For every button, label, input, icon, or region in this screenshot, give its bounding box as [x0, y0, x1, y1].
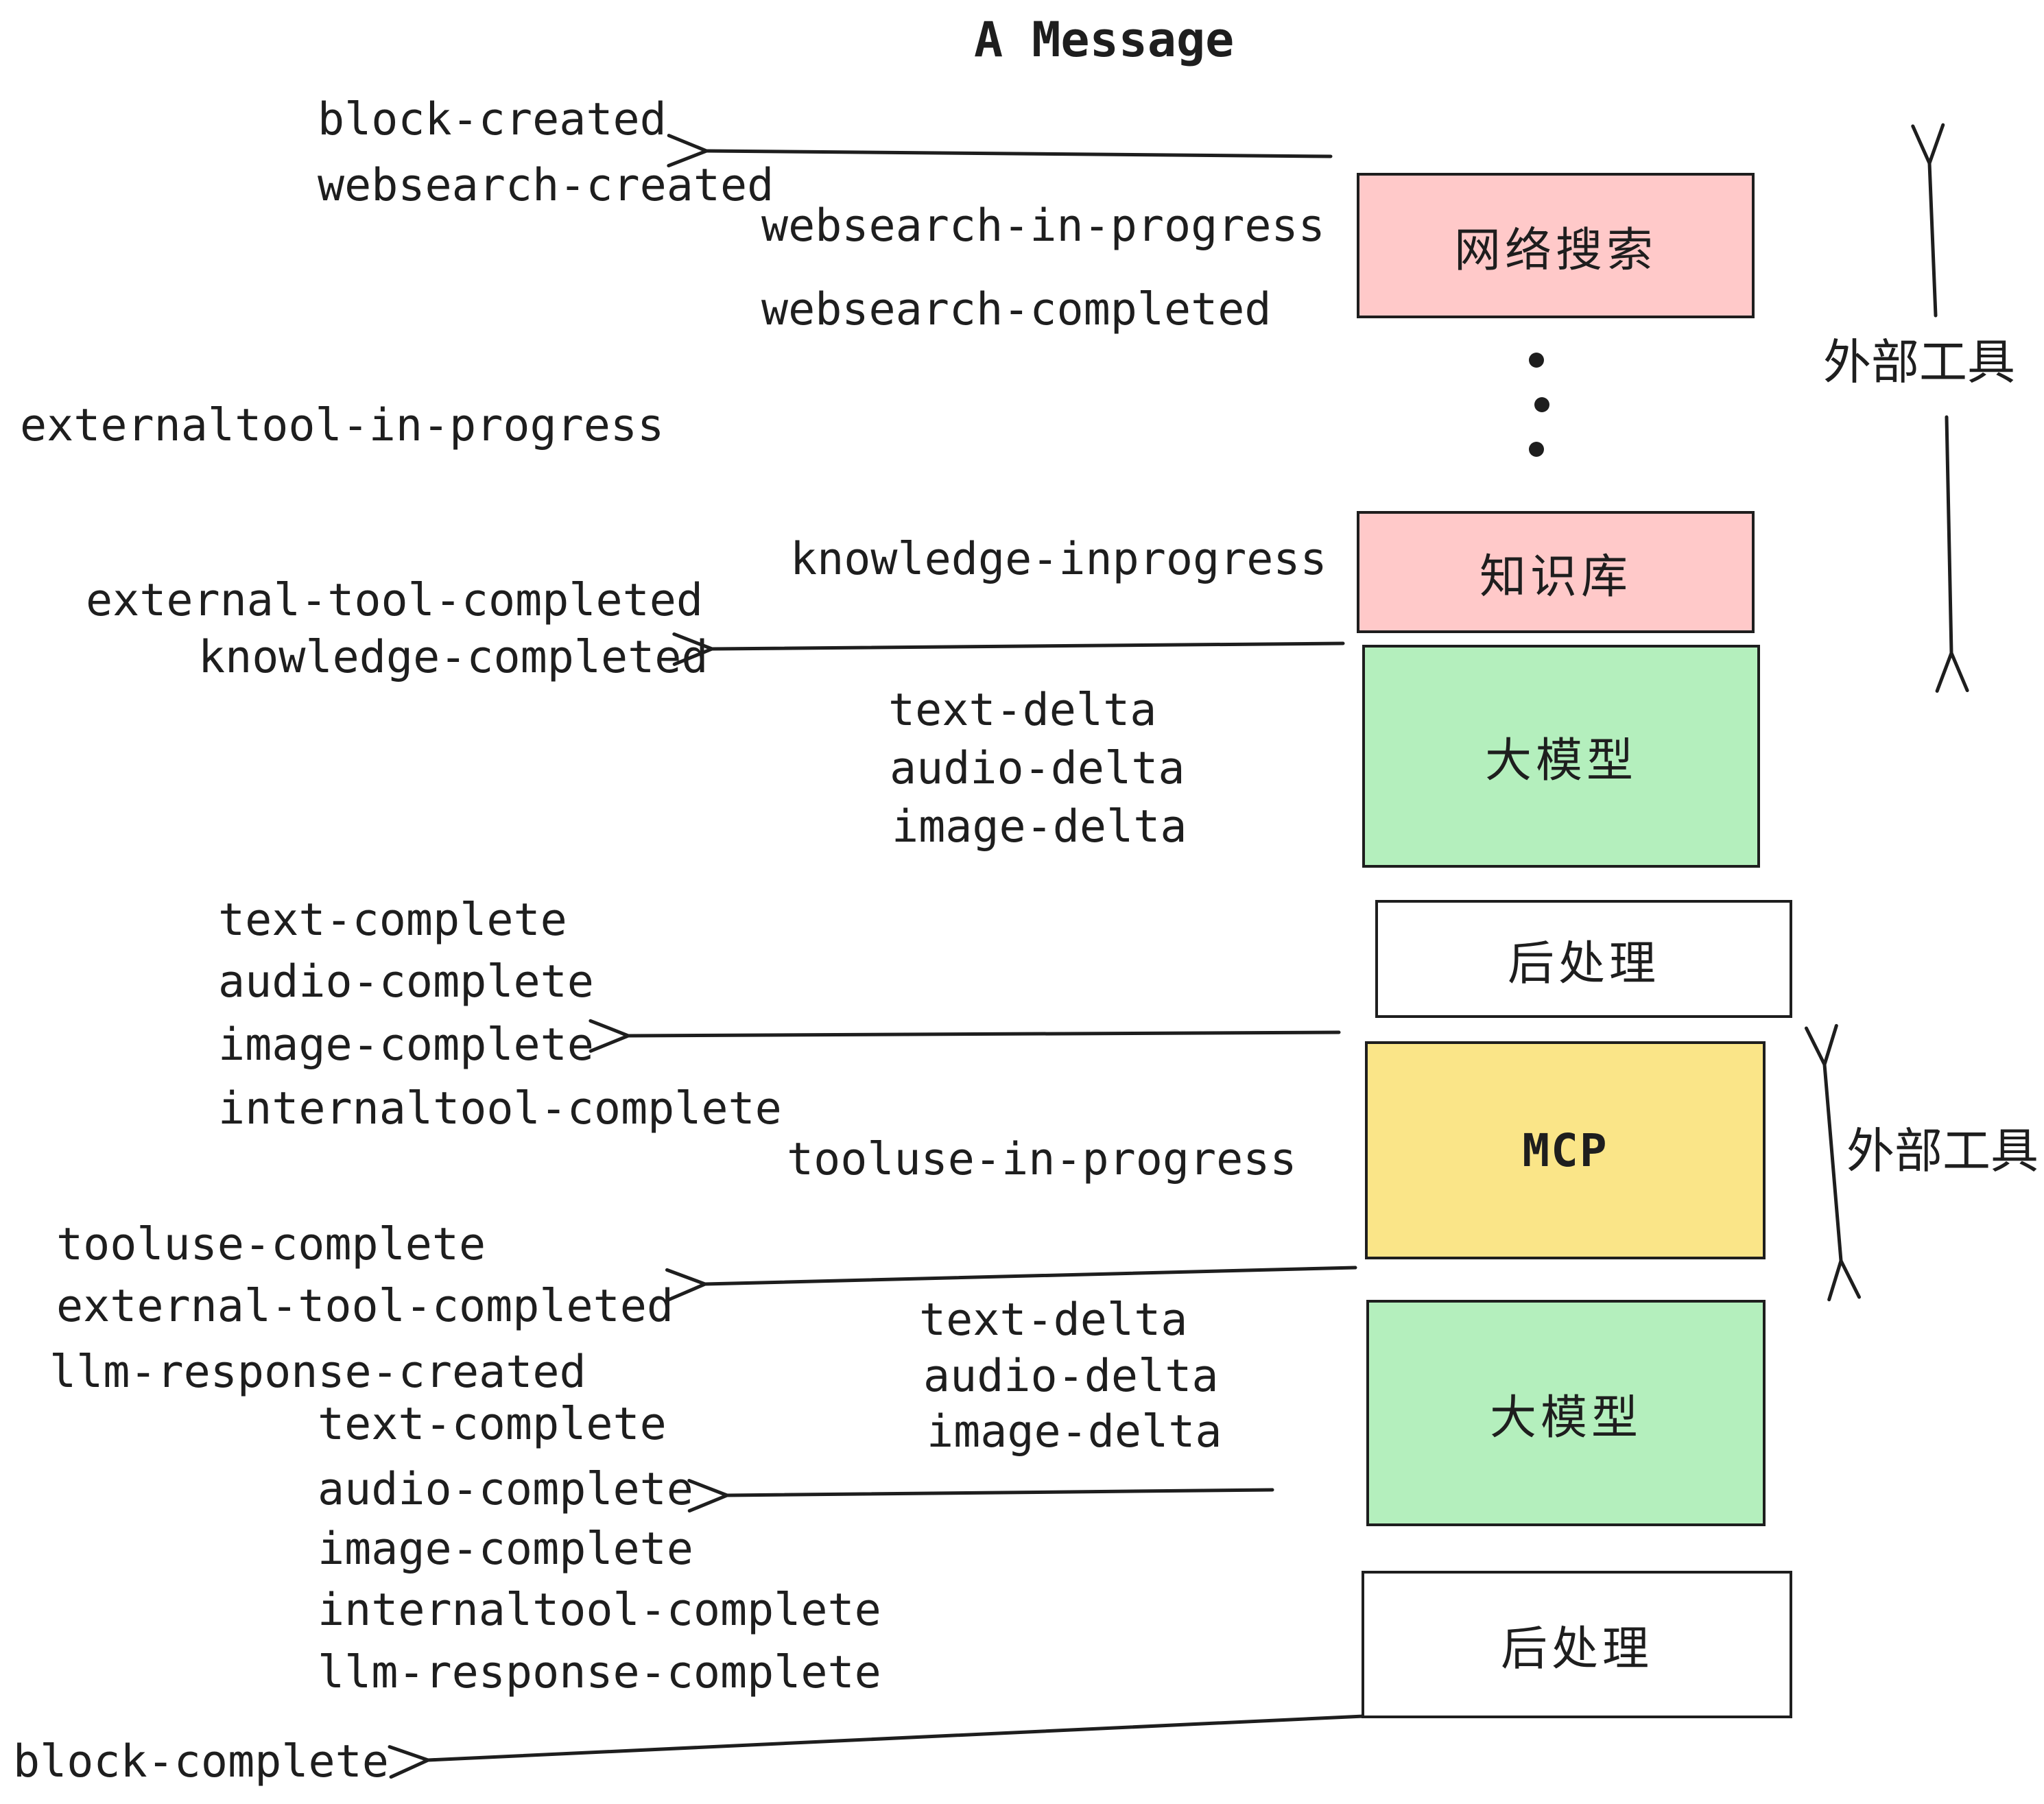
event-audio-delta-1: audio-delta [890, 743, 1185, 794]
box-llm-2-label: 大模型 [1489, 1391, 1642, 1444]
event-llm-response-created: llm-response-created [49, 1346, 586, 1398]
event-text-delta-2: text-delta [919, 1294, 1188, 1346]
box-llm-2: 大模型 [1366, 1300, 1766, 1526]
event-audio-complete-1: audio-complete [218, 956, 594, 1008]
event-block-created: block-created [318, 94, 667, 145]
event-audio-delta-2: audio-delta [923, 1351, 1219, 1402]
box-knowledge: 知识库 [1357, 511, 1755, 633]
event-text-delta-1: text-delta [888, 685, 1157, 736]
diagram-title: A Message [974, 12, 1235, 68]
event-websearch-created: websearch-created [318, 160, 774, 211]
box-websearch-label: 网络搜索 [1453, 224, 1657, 276]
box-llm-1-label: 大模型 [1484, 735, 1637, 787]
arrow-knowledge-completed [712, 643, 1345, 649]
event-internaltool-complete-2: internaltool-complete [318, 1585, 881, 1636]
box-postprocess-2: 后处理 [1362, 1571, 1792, 1718]
arrow-audio-complete [727, 1490, 1274, 1495]
event-llm-response-complete: llm-response-complete [318, 1647, 881, 1698]
event-tooluse-in-progress: tooluse-in-progress [787, 1134, 1297, 1185]
box-postprocess-2-label: 后处理 [1500, 1623, 1653, 1675]
event-tooluse-complete: tooluse-complete [56, 1219, 486, 1270]
event-websearch-in-progress: websearch-in-progress [761, 200, 1325, 252]
double-arrow-external-tools-1-up [1929, 163, 1936, 318]
arrow-block-complete [428, 1714, 1366, 1760]
arrow-block-created [706, 151, 1333, 156]
arrow-image-complete [628, 1032, 1341, 1036]
event-image-delta-1: image-delta [892, 801, 1187, 853]
double-arrow-external-tools-2 [1825, 1065, 1841, 1261]
event-audio-complete-2: audio-complete [318, 1464, 693, 1515]
box-postprocess-1: 后处理 [1375, 900, 1792, 1018]
external-tools-label-1: 外部工具 [1823, 335, 2015, 389]
event-external-tool-completed: external-tool-completed [86, 575, 704, 626]
box-knowledge-label: 知识库 [1479, 550, 1632, 603]
box-mcp: MCP [1365, 1041, 1766, 1259]
box-websearch: 网络搜索 [1357, 173, 1755, 318]
box-llm-1: 大模型 [1362, 645, 1760, 868]
double-arrow-external-tools-1-down [1947, 415, 1951, 653]
event-internaltool-complete-1: internaltool-complete [218, 1083, 782, 1135]
event-knowledge-completed: knowledge-completed [198, 632, 709, 683]
event-external-tool-completed-2: external-tool-completed [56, 1281, 674, 1332]
event-block-complete: block-complete [13, 1736, 389, 1788]
box-postprocess-1-label: 后处理 [1507, 937, 1660, 990]
event-image-complete-2: image-complete [318, 1523, 693, 1575]
event-image-delta-2: image-delta [927, 1406, 1222, 1458]
event-text-complete-1: text-complete [218, 894, 567, 946]
external-tools-label-2: 外部工具 [1846, 1124, 2039, 1178]
arrow-tooluse-complete [705, 1266, 1357, 1284]
event-externaltool-in-progress: externaltool-in-progress [20, 400, 665, 451]
event-knowledge-inprogress: knowledge-inprogress [790, 534, 1327, 585]
box-mcp-label: MCP [1522, 1124, 1608, 1177]
event-text-complete-2: text-complete [318, 1399, 667, 1450]
event-websearch-completed: websearch-completed [761, 284, 1272, 335]
ellipsis-dots [1529, 353, 1549, 457]
event-image-complete-1: image-complete [218, 1019, 594, 1071]
